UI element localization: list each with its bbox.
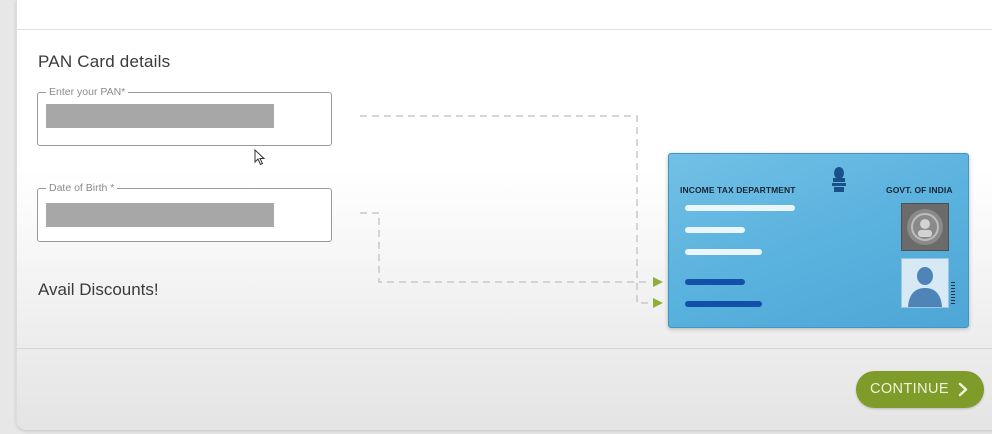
chevron-right-icon [958, 382, 968, 397]
national-emblem-icon [832, 167, 846, 192]
card-line [685, 205, 795, 211]
pan-value-redacted [46, 104, 274, 128]
avail-discounts-text: Avail Discounts! [38, 280, 159, 299]
connector-arrow-dob [653, 277, 663, 287]
continue-button-label: CONTINUE [870, 381, 949, 397]
footer-divider [16, 348, 992, 349]
card-line [685, 227, 745, 233]
mouse-pointer-icon [254, 149, 266, 166]
dob-value-redacted [46, 203, 274, 227]
top-divider [16, 29, 992, 30]
dob-input-label: Date of Birth * [46, 182, 118, 194]
card-barcode [951, 282, 955, 306]
pan-input[interactable]: Enter your PAN* [37, 86, 332, 146]
card-department-text: INCOME TAX DEPARTMENT [680, 185, 796, 195]
card-line [685, 249, 762, 255]
photo-placeholder-icon [901, 258, 949, 308]
dob-input[interactable]: Date of Birth * [37, 182, 332, 242]
card-line-highlight [685, 279, 745, 285]
pan-card-illustration: INCOME TAX DEPARTMENT GOVT. OF INDIA [668, 153, 969, 328]
card-government-text: GOVT. OF INDIA [886, 185, 953, 195]
card-line-highlight [685, 301, 762, 307]
connector-arrow-pan [653, 298, 663, 308]
card-hologram-icon [901, 203, 949, 251]
continue-button[interactable]: CONTINUE [856, 371, 984, 408]
section-title: PAN Card details [38, 52, 171, 71]
pan-input-label: Enter your PAN* [46, 86, 129, 98]
